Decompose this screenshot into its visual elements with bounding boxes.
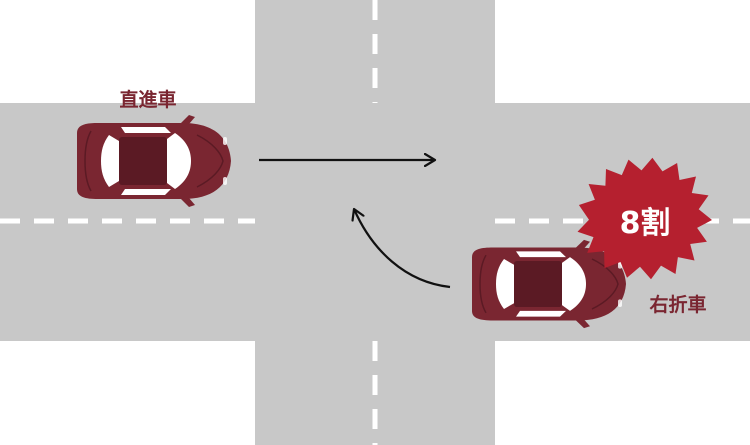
fault-badge: 8割 — [577, 157, 712, 280]
car-top-view-icon — [76, 114, 232, 208]
straight-car — [76, 114, 232, 208]
right-turn-car-label: 右折車 — [648, 293, 706, 316]
starburst-badge-icon — [577, 157, 712, 280]
curved-arrow-icon — [354, 209, 451, 289]
fault-ratio-text: 8割 — [620, 206, 671, 241]
right-turn-car — [471, 239, 627, 329]
straight-car-label: 直進車 — [119, 88, 176, 111]
car-top-view-icon — [471, 239, 627, 329]
